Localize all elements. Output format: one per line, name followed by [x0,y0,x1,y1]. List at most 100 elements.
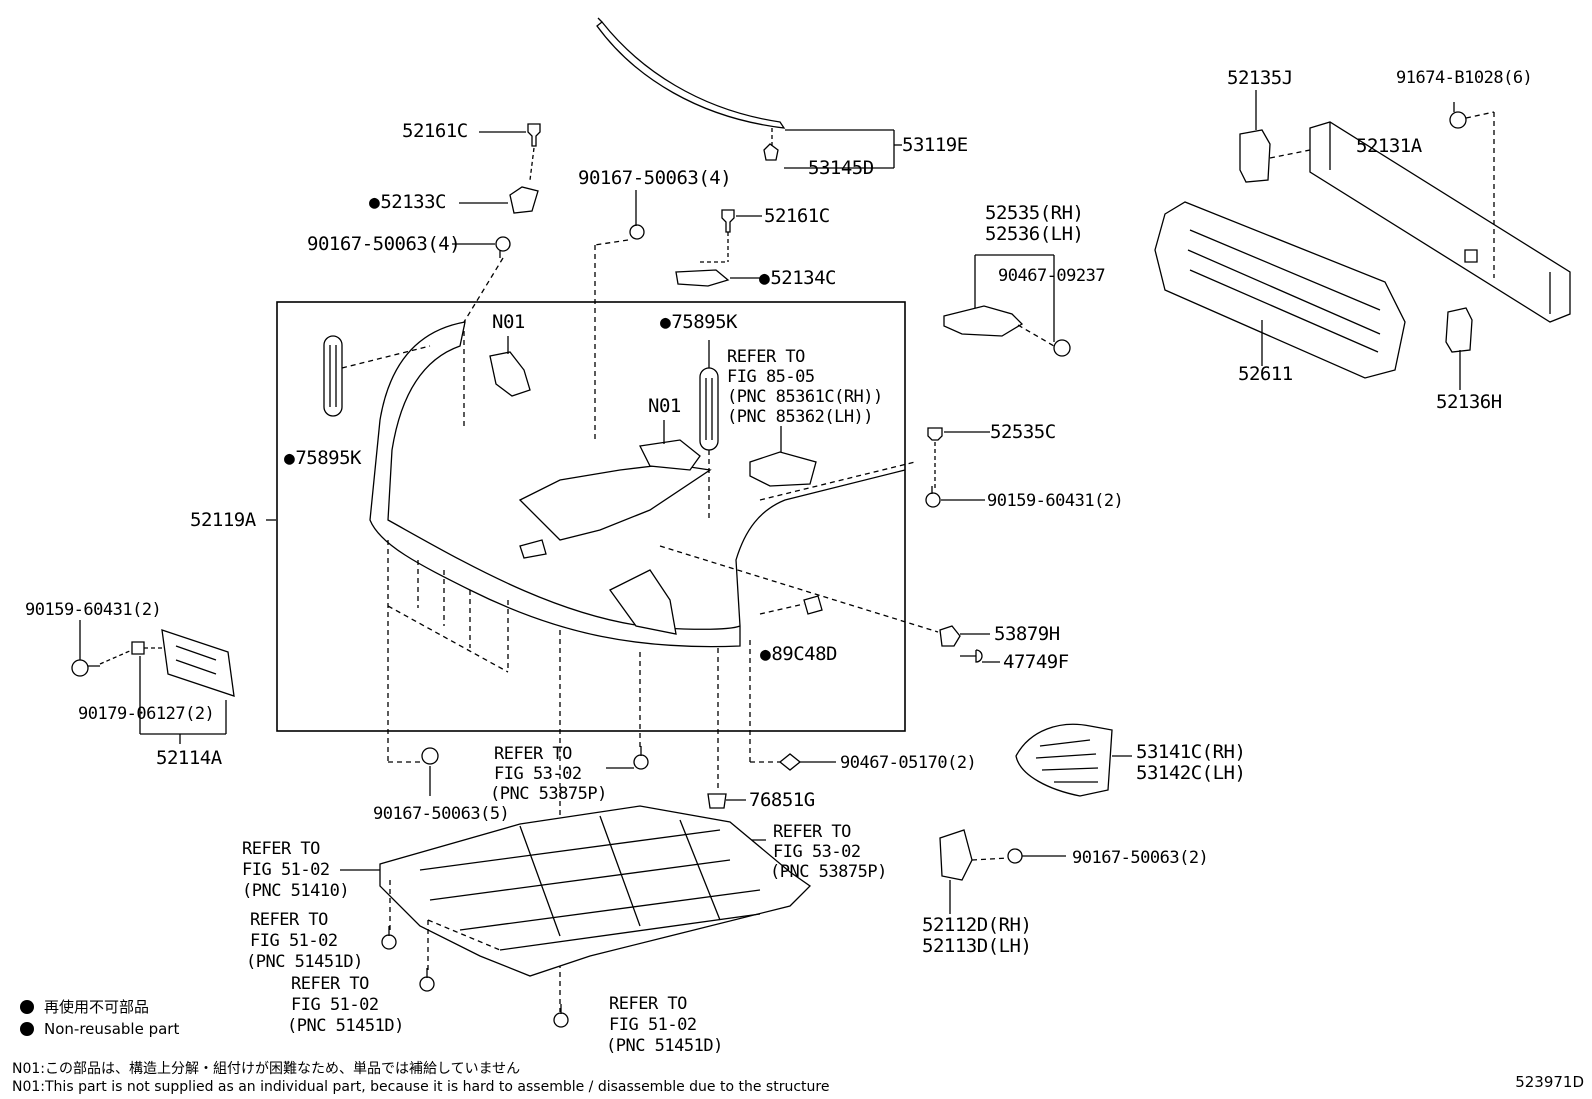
label-53141C-rh: 53141C(RH) [1136,741,1246,763]
label-refer-5302a-l2: FIG 53-02 [494,764,582,784]
bolt-refer-5302-left [633,746,649,770]
label-52113D: 52113D(LH) [922,935,1032,957]
nut-90179 [131,641,145,655]
bolt-undercover-3 [553,1004,569,1028]
bolt-undercover-1 [381,926,397,950]
clip-52161C-mid [721,209,735,233]
legend-jp-text: 再使用不可部品 [44,998,150,1016]
bolt-90467-09237 [1053,339,1071,357]
bracket-52133C [509,186,539,214]
bolt-90167-5 [421,747,439,765]
label-90159-right: 90159-60431(2) [987,491,1124,511]
seal-strip-53119E [596,21,786,129]
bolt-90167-2 [1007,848,1023,864]
label-90159-left: 90159-60431(2) [25,600,162,620]
label-52133C: 52133C [369,192,446,213]
clip-53145D [763,143,779,161]
label-90167-4-mid: 90167-50063(4) [578,167,732,189]
license-bracket-52114A [161,629,235,697]
label-refer-8505-l1: REFER TO [727,347,805,367]
nut-53879H [939,625,961,647]
figure-number: 523971D [1515,1073,1584,1091]
label-refer-5102d-l3: (PNC 51451D) [606,1036,723,1056]
label-52535-rh: 52535(RH) [985,202,1084,224]
spacer-52136H [1445,307,1473,353]
clip-89C48D [803,595,823,615]
label-refer-5102d-l2: FIG 51-02 [609,1015,697,1035]
bolt-91674 [1449,102,1467,129]
label-52114A: 52114A [156,747,222,769]
label-refer-5302b-l2: FIG 53-02 [773,842,861,862]
label-refer-5102a-l1: REFER TO [242,839,320,859]
legend-jp: 再使用不可部品 [20,996,149,1017]
clip-52161C-top [527,123,541,147]
bracket-52134C [675,269,730,287]
bolt-90159-left [71,659,100,677]
label-refer-8505-l4: (PNC 85362(LH)) [727,407,874,427]
screw-47749F [960,649,983,663]
label-53879H: 53879H [994,623,1060,645]
label-refer-5102a-l2: FIG 51-02 [242,860,330,880]
bolt-undercover-2 [419,968,435,992]
note-jp: N01:この部品は、構造上分解・組付けが困難なため、単品では補給していません [12,1061,521,1077]
label-refer-5302a-l1: REFER TO [494,744,572,764]
clip-52535C [927,427,943,441]
label-N01-a: N01 [492,311,525,333]
label-52134C: 52134C [759,268,836,289]
label-76851G: 76851G [749,789,815,811]
spacer-52135J [1239,129,1271,183]
label-refer-5302b-l3: (PNC 53875P) [770,862,887,882]
label-refer-5302b-l1: REFER TO [773,822,851,842]
label-52135J: 52135J [1227,67,1293,89]
label-52161C-mid: 52161C [764,205,830,227]
label-52535C: 52535C [990,421,1056,443]
label-53119E: 53119E [902,134,968,156]
bumper-assembly-frame [276,301,906,732]
label-refer-5102c-l1: REFER TO [291,974,369,994]
bracket-52535 [943,305,1024,337]
label-refer-8505-l2: FIG 85-05 [727,367,815,387]
reflector-75895K-left [323,335,343,417]
label-52112D: 52112D(RH) [922,914,1032,936]
engine-under-cover [379,805,812,977]
legend-en: Non-reusable part [20,1020,179,1038]
label-91674: 91674-B1028(6) [1396,68,1533,88]
note-en: N01:This part is not supplied as an indi… [12,1079,830,1095]
legend-en-text: Non-reusable part [44,1020,180,1038]
label-refer-5102b-l2: FIG 51-02 [250,931,338,951]
label-53142C-lh: 53142C(LH) [1136,762,1246,784]
label-52136H: 52136H [1436,391,1502,413]
label-refer-5102c-l3: (PNC 51451D) [287,1016,404,1036]
bracket-N01-a [489,351,531,397]
bolt-90167-left [495,236,511,258]
bullet-icon [20,1022,34,1036]
label-75895K-mid: 75895K [660,312,737,333]
bolt-90159-right [925,486,941,508]
label-refer-5102d-l1: REFER TO [609,994,687,1014]
label-52161C-top: 52161C [402,120,468,142]
label-refer-8505-l3: (PNC 85361C(RH)) [727,387,883,407]
label-90467-05170: 90467-05170(2) [840,753,977,773]
bracket-52112D [939,829,973,881]
label-52611: 52611 [1238,363,1293,385]
label-89C48D: 89C48D [760,644,837,665]
clip-76851G [707,793,727,809]
clip-90467-05170 [778,753,802,771]
label-52536-lh: 52536(LH) [985,223,1084,245]
reflector-75895K-mid [699,367,719,451]
label-52119A: 52119A [190,509,256,531]
label-52131A: 52131A [1356,135,1422,157]
bracket-N01-b [639,439,701,471]
label-refer-5102a-l3: (PNC 51410) [242,881,350,901]
label-75895K-left: 75895K [284,448,361,469]
label-53145D: 53145D [808,157,874,179]
grille-53141C [1015,723,1113,797]
bolt-90167-mid [629,224,645,240]
label-refer-5102c-l2: FIG 51-02 [291,995,379,1015]
label-refer-5302a-l3: (PNC 53875P) [490,784,607,804]
label-90167-2: 90167-50063(2) [1072,848,1209,868]
bullet-icon [20,1000,34,1014]
label-N01-b: N01 [648,395,681,417]
label-90467-09237: 90467-09237 [998,266,1106,286]
